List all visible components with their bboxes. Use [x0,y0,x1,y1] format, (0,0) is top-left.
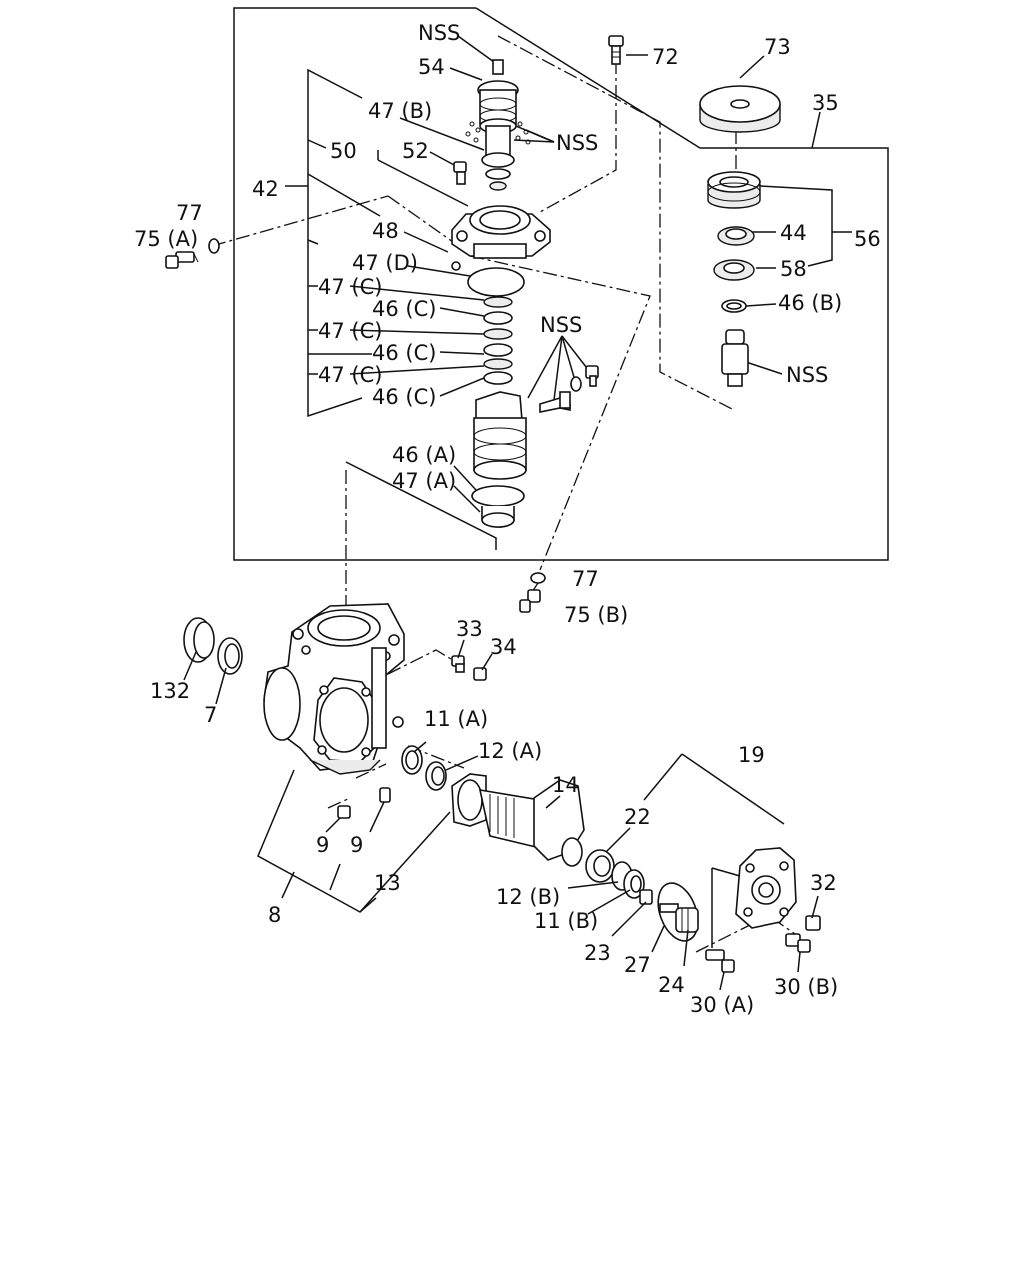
part-valve-housing-flange [451,205,551,259]
part-14-sector-shaft [478,779,585,867]
label-47a: 47 (A) [392,469,456,493]
part-54-spool [477,59,519,191]
part-34-nut [473,667,487,681]
label-77-left: 77 [176,201,203,225]
label-13: 13 [374,871,401,895]
part-9-plugs [337,787,391,819]
label-47c-2: 47 (C) [318,319,382,343]
part-30b-bolt [785,933,811,953]
part-nss-pin-clip [539,365,599,413]
part-ring-stack [483,296,513,385]
part-30a-bolt [705,949,735,973]
callout-labels: NSS 72 73 54 47 (B) NSS 35 50 52 42 77 7… [134,21,881,1017]
part-13-bearing [451,773,487,827]
label-nss-mid: NSS [540,313,582,337]
part-19-side-cover [643,753,797,948]
label-9-right: 9 [350,833,363,857]
label-24: 24 [658,973,685,997]
left-bracket-group [285,68,469,418]
part-22-bearing [585,849,615,883]
part-12a-ring [425,761,447,791]
label-56: 56 [854,227,881,251]
part-24-adjust-screw [659,903,699,933]
label-7: 7 [204,703,217,727]
leader-lines-lower [183,639,819,991]
label-30a: 30 (A) [690,993,754,1017]
label-nss-top: NSS [418,21,460,45]
valve-assembly-frame [233,7,889,561]
label-9-left: 9 [316,833,329,857]
label-47d: 47 (D) [352,251,418,275]
part-gear-housing [263,603,405,775]
part-23-nut [639,889,653,905]
label-46c-1: 46 (C) [372,297,436,321]
part-72-screw [608,35,624,65]
label-73: 73 [764,35,791,59]
label-11b: 11 (B) [534,909,598,933]
label-58: 58 [780,257,807,281]
part-73-disc [699,85,781,133]
label-46c-2: 46 (C) [372,341,436,365]
label-27: 27 [624,953,651,977]
label-46c-3: 46 (C) [372,385,436,409]
label-23: 23 [584,941,611,965]
label-54: 54 [418,55,445,79]
part-nss-valve-pin [721,329,749,387]
part-56-seal-stack [707,171,761,313]
label-42: 42 [252,177,279,201]
part-52-bolt [453,161,467,185]
part-11a-ring [401,745,423,775]
assembly-axis-lines [211,35,799,953]
part-77-75a-left [165,238,220,269]
nss-ball-bearings [465,121,531,145]
label-22: 22 [624,805,651,829]
label-8: 8 [268,903,281,927]
label-50: 50 [330,139,357,163]
label-52: 52 [402,139,429,163]
label-14: 14 [552,773,579,797]
part-32-nut [805,915,821,931]
label-nss-right: NSS [786,363,828,387]
label-44: 44 [780,221,807,245]
label-32: 32 [810,871,837,895]
label-75a: 75 (A) [134,227,198,251]
label-47c-3: 47 (C) [318,363,382,387]
label-30b: 30 (B) [774,975,838,999]
label-47b: 47 (B) [368,99,432,123]
leader-lines-upper [345,35,497,550]
part-77-75b-bottom [519,572,546,613]
label-48: 48 [372,219,399,243]
label-11a: 11 (A) [424,707,488,731]
part-132-ring [183,617,215,663]
right-bracket-56 [626,54,852,375]
part-48-and-47d [451,261,525,297]
label-72: 72 [652,45,679,69]
part-valve-body-cylinder [471,391,527,528]
label-19: 19 [738,743,765,767]
label-77-bottom: 77 [572,567,599,591]
label-12a: 12 (A) [478,739,542,763]
label-34: 34 [490,635,517,659]
part-33-bolt [451,655,465,673]
label-35: 35 [812,91,839,115]
label-33: 33 [456,617,483,641]
label-47c-1: 47 (C) [318,275,382,299]
label-46a: 46 (A) [392,443,456,467]
part-7-seal [217,637,243,675]
label-75b: 75 (B) [564,603,628,627]
label-nss-balls: NSS [556,131,598,155]
label-132: 132 [150,679,190,703]
label-12b: 12 (B) [496,885,560,909]
nss-ball-leaders [513,125,591,401]
label-46b: 46 (B) [778,291,842,315]
